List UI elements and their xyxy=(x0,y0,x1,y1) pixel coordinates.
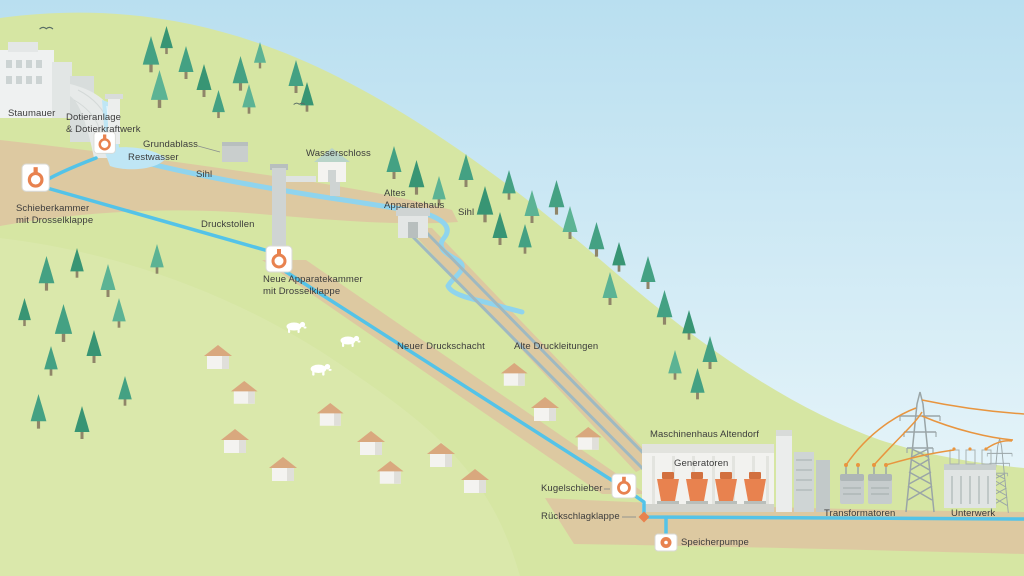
label-dotieranlage: Dotieranlage & Dotierkraftwerk xyxy=(66,112,141,136)
grundablass-structure xyxy=(222,142,248,162)
label-wasserschloss: Wasserschloss xyxy=(306,148,371,159)
label-restwasser: Restwasser xyxy=(128,152,179,163)
label-grundablass: Grundablass xyxy=(143,139,198,150)
label-staumauer: Staumauer xyxy=(8,108,56,119)
label-kugelschieber: Kugelschieber xyxy=(541,483,603,494)
machine-house xyxy=(642,444,774,512)
old-penstock-2 xyxy=(422,228,654,464)
penstock-pipe xyxy=(278,266,626,490)
grundablass-leader xyxy=(197,145,221,153)
check-valve-icon xyxy=(638,511,650,523)
kugelschieber-box xyxy=(610,472,638,500)
label-altes-apparatehaus: Altes Apparatehaus xyxy=(384,188,445,212)
apparatehaus-building xyxy=(396,208,430,238)
schieberkammer-box xyxy=(20,162,51,193)
power-wires xyxy=(845,399,1024,466)
speicherpumpe-unit xyxy=(654,533,678,552)
label-sihl-lower: Sihl xyxy=(458,207,475,218)
label-neue-apparatekammer: Neue Apparatekammer mit Drosselklappe xyxy=(263,274,363,298)
surge-shaft xyxy=(270,164,316,254)
label-schieberkammer: Schieberkammer mit Drosselklappe xyxy=(16,203,94,227)
druckstollen-pipe2 xyxy=(38,184,274,254)
substation-building xyxy=(944,447,996,508)
annex-buildings xyxy=(776,430,830,512)
neue-apparatekammer-box xyxy=(264,244,294,274)
label-sihl-upper: Sihl xyxy=(196,169,213,180)
river-sihl xyxy=(119,153,427,216)
label-generatoren: Generatoren xyxy=(674,458,729,469)
wasserschloss-structure xyxy=(314,148,350,196)
old-pipes-corridor xyxy=(408,228,656,472)
label-speicherpumpe: Speicherpumpe xyxy=(681,537,749,548)
label-rueckschlagklappe: Rückschlagklappe xyxy=(541,511,620,522)
label-druckstollen: Druckstollen xyxy=(201,219,255,230)
label-transformatoren: Transformatoren xyxy=(824,508,896,519)
label-unterwerk: Unterwerk xyxy=(951,508,996,519)
foreground-hill xyxy=(0,238,520,576)
pond xyxy=(104,147,166,170)
old-penstock-1 xyxy=(410,234,646,472)
label-neuer-druckschacht: Neuer Druckschacht xyxy=(397,341,485,352)
label-maschinenhaus: Maschinenhaus Altendorf xyxy=(650,429,759,440)
label-alte-druckleitungen: Alte Druckleitungen xyxy=(514,341,599,352)
